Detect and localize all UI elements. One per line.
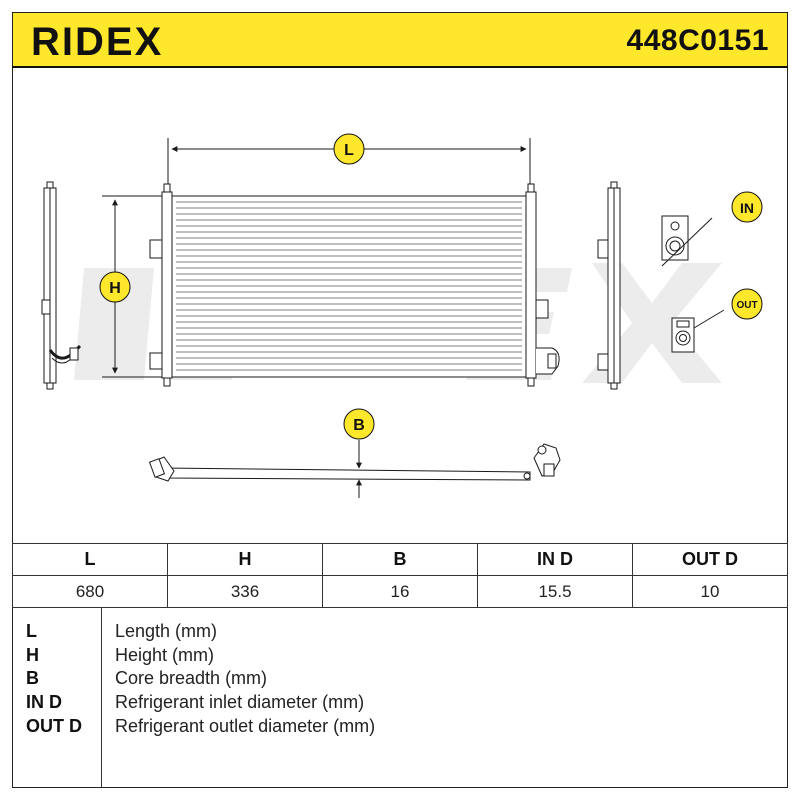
svg-text:B: B: [353, 417, 365, 434]
outlet-badge: OUT: [731, 288, 763, 320]
legend-code: IN D: [26, 692, 62, 712]
dimensions-table: L H B IN D OUT D 680 336 16 15.5 10: [12, 543, 788, 608]
legend-description: Refrigerant outlet diameter (mm): [115, 716, 376, 736]
legend-code: L: [26, 621, 37, 641]
ridex-logo: RIDEX: [31, 20, 163, 63]
header-cell: OUT D: [632, 543, 788, 576]
value-cell: 680: [12, 575, 168, 608]
inlet-badge: IN: [731, 191, 763, 223]
value-cell: 336: [167, 575, 323, 608]
outlet-detail: [671, 309, 725, 353]
value-cell: 15.5: [477, 575, 633, 608]
header-cell: H: [167, 543, 323, 576]
condenser-top-view: [148, 443, 561, 482]
svg-text:L: L: [344, 142, 354, 159]
legend: L Length (mm) H Height (mm) B Core bread…: [12, 607, 788, 788]
value-cell: 10: [632, 575, 788, 608]
value-cell: 16: [322, 575, 478, 608]
svg-text:IN: IN: [740, 200, 754, 216]
header-cell: IN D: [477, 543, 633, 576]
header-cell: B: [322, 543, 478, 576]
header-bar: RIDEX 448C0151: [12, 12, 788, 68]
part-number: 448C0151: [626, 24, 769, 57]
inlet-detail: [661, 215, 713, 267]
left-side-view: [41, 181, 82, 390]
brand-logo-text: RIDEX: [31, 20, 163, 63]
technical-drawing: L H: [41, 133, 763, 498]
legend-code: H: [26, 645, 39, 665]
height-badge: H: [99, 271, 131, 303]
legend-code: B: [26, 668, 39, 688]
legend-divider: [101, 608, 102, 788]
dimensions-value-row: 680 336 16 15.5 10: [12, 575, 788, 608]
right-side-view: [597, 181, 621, 390]
legend-description: Length (mm): [115, 621, 218, 641]
svg-text:H: H: [109, 280, 121, 297]
condenser-fins: [176, 201, 522, 371]
legend-code: OUT D: [26, 716, 82, 736]
legend-description: Core breadth (mm): [115, 668, 268, 688]
legend-description: Refrigerant inlet diameter (mm): [115, 692, 365, 712]
breadth-badge: B: [343, 408, 375, 440]
dimensions-header-row: L H B IN D OUT D: [12, 543, 788, 576]
length-badge: L: [333, 133, 365, 165]
header-cell: L: [12, 543, 168, 576]
svg-text:OUT: OUT: [736, 300, 757, 311]
legend-description: Height (mm): [115, 645, 215, 665]
